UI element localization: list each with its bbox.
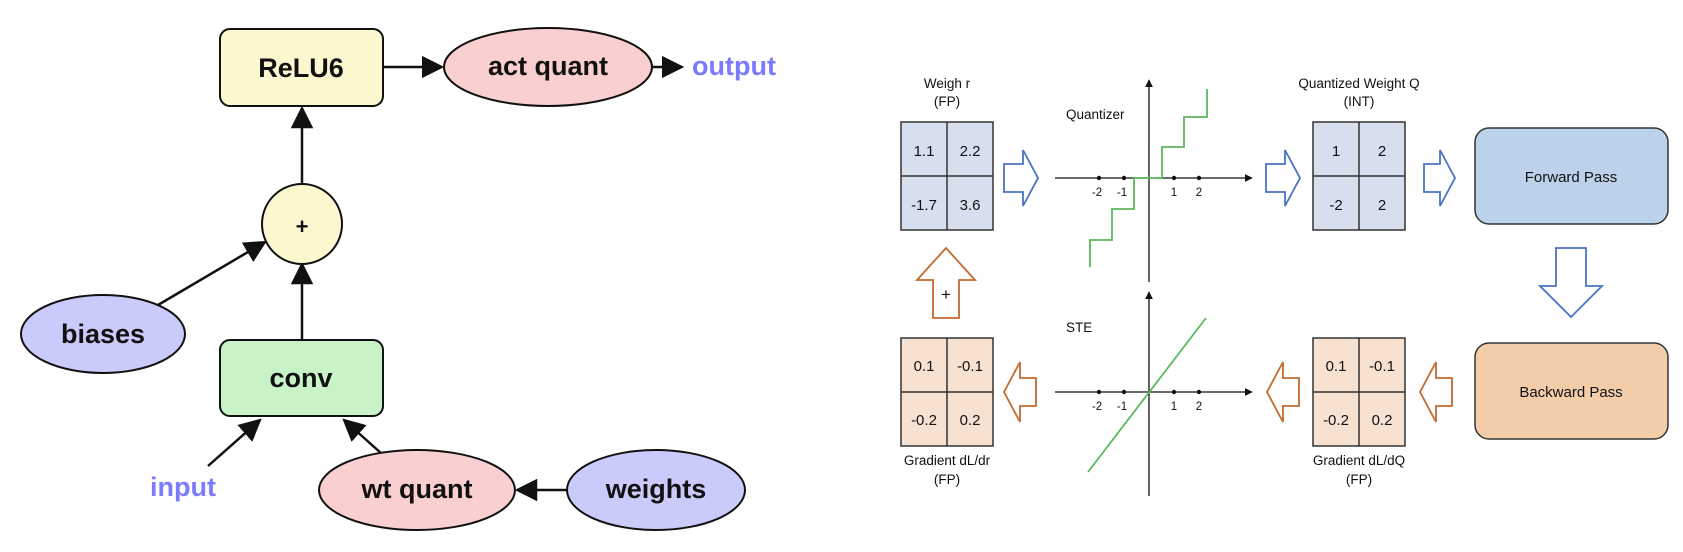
tick-label: -2 <box>1092 187 1102 199</box>
matrix-cell: -0.1 <box>957 358 983 375</box>
qweight-matrix: 1 2 -2 2 <box>1312 121 1406 231</box>
matrix-cell: 2 <box>1378 143 1386 160</box>
ste-label: STE <box>1066 320 1092 335</box>
matrix-cell: -0.2 <box>911 412 937 429</box>
matrix-cell: 1 <box>1332 143 1340 160</box>
qat-ste-diagram: Weigh r (FP) 1.1 2.2 -1.7 3.6 -2 -1 1 2 <box>900 76 1669 496</box>
conv-label: conv <box>269 363 332 393</box>
quantizer-plot: -2 -1 1 2 Quantizer <box>1055 79 1253 282</box>
matrix-cell: 0.1 <box>1326 358 1347 375</box>
arrow-right-icon <box>1423 149 1457 207</box>
grad-r-subtitle: (FP) <box>934 472 960 487</box>
plus-label: + <box>296 214 309 239</box>
arrow-left-icon <box>1002 361 1037 423</box>
arrow-left-icon <box>1265 361 1300 423</box>
grad-r-title: Gradient dL/dr <box>904 453 991 468</box>
ste-identity-line <box>1087 317 1207 473</box>
arrow-right-icon <box>1003 149 1040 207</box>
arrow-up-icon <box>914 246 978 319</box>
qweight-title: Quantized Weight Q <box>1298 76 1419 91</box>
matrix-cell: 2.2 <box>960 143 981 160</box>
wt-quant-node: wt quant <box>318 449 516 531</box>
grad-q-title: Gradient dL/dQ <box>1313 453 1405 468</box>
tick-label: -1 <box>1117 401 1127 413</box>
forward-pass-box: Forward Pass <box>1474 127 1669 225</box>
matrix-cell: 3.6 <box>960 197 981 214</box>
grad-q-matrix: 0.1 -0.1 -0.2 0.2 <box>1312 337 1406 447</box>
output-label: output <box>692 51 776 81</box>
tick-label: -1 <box>1117 187 1127 199</box>
plus-node: + <box>261 183 343 265</box>
relu6-label: ReLU6 <box>258 53 344 83</box>
qweight-subtitle: (INT) <box>1344 94 1375 109</box>
weights-node: weights <box>566 449 746 531</box>
arrow-left-icon <box>1418 361 1453 423</box>
matrix-cell: 0.2 <box>960 412 981 429</box>
weight-fp-matrix: 1.1 2.2 -1.7 3.6 <box>900 121 994 231</box>
matrix-cell: 0.1 <box>914 358 935 375</box>
matrix-cell: 1.1 <box>914 143 935 160</box>
tick-label: 2 <box>1196 401 1202 413</box>
update-plus-label: + <box>941 285 951 304</box>
grad-r-matrix: 0.1 -0.1 -0.2 0.2 <box>900 337 994 447</box>
act-quant-label: act quant <box>488 51 608 81</box>
quantizer-staircase <box>1089 89 1208 267</box>
matrix-cell: -1.7 <box>911 197 937 214</box>
backward-pass-label: Backward Pass <box>1519 384 1622 401</box>
matrix-cell: -0.2 <box>1323 412 1349 429</box>
edge-wtquant-to-conv <box>342 418 383 455</box>
matrix-cell: -2 <box>1329 197 1342 214</box>
conv-node: conv <box>219 339 384 417</box>
tick-label: 2 <box>1196 187 1202 199</box>
forward-pass-label: Forward Pass <box>1525 169 1618 186</box>
grad-q-subtitle: (FP) <box>1346 472 1372 487</box>
tick-label: 1 <box>1171 187 1177 199</box>
input-label: input <box>150 472 216 502</box>
weight-fp-title: Weigh r <box>924 76 971 91</box>
tick-label: 1 <box>1171 401 1177 413</box>
arrow-right-icon <box>1265 149 1302 207</box>
biases-node: biases <box>20 294 186 374</box>
act-quant-node: act quant <box>443 27 653 107</box>
weights-label: weights <box>605 474 707 504</box>
tick-label: -2 <box>1092 401 1102 413</box>
arrow-down-icon <box>1537 247 1605 319</box>
matrix-cell: 0.2 <box>1372 412 1393 429</box>
biases-label: biases <box>61 319 145 349</box>
backward-pass-box: Backward Pass <box>1474 342 1669 440</box>
weight-fp-subtitle: (FP) <box>934 94 960 109</box>
matrix-cell: 2 <box>1378 197 1386 214</box>
ste-plot: -2 -1 1 2 STE <box>1055 291 1253 496</box>
relu6-node: ReLU6 <box>219 28 384 107</box>
quantized-conv-graph: ReLU6 act quant output + biases conv inp… <box>20 27 776 531</box>
wt-quant-label: wt quant <box>361 474 473 504</box>
quantizer-label: Quantizer <box>1066 107 1125 122</box>
edge-input-to-conv <box>207 418 262 467</box>
edge-biases-to-plus <box>157 240 267 307</box>
matrix-cell: -0.1 <box>1369 358 1395 375</box>
update-arrow: + <box>914 246 978 319</box>
